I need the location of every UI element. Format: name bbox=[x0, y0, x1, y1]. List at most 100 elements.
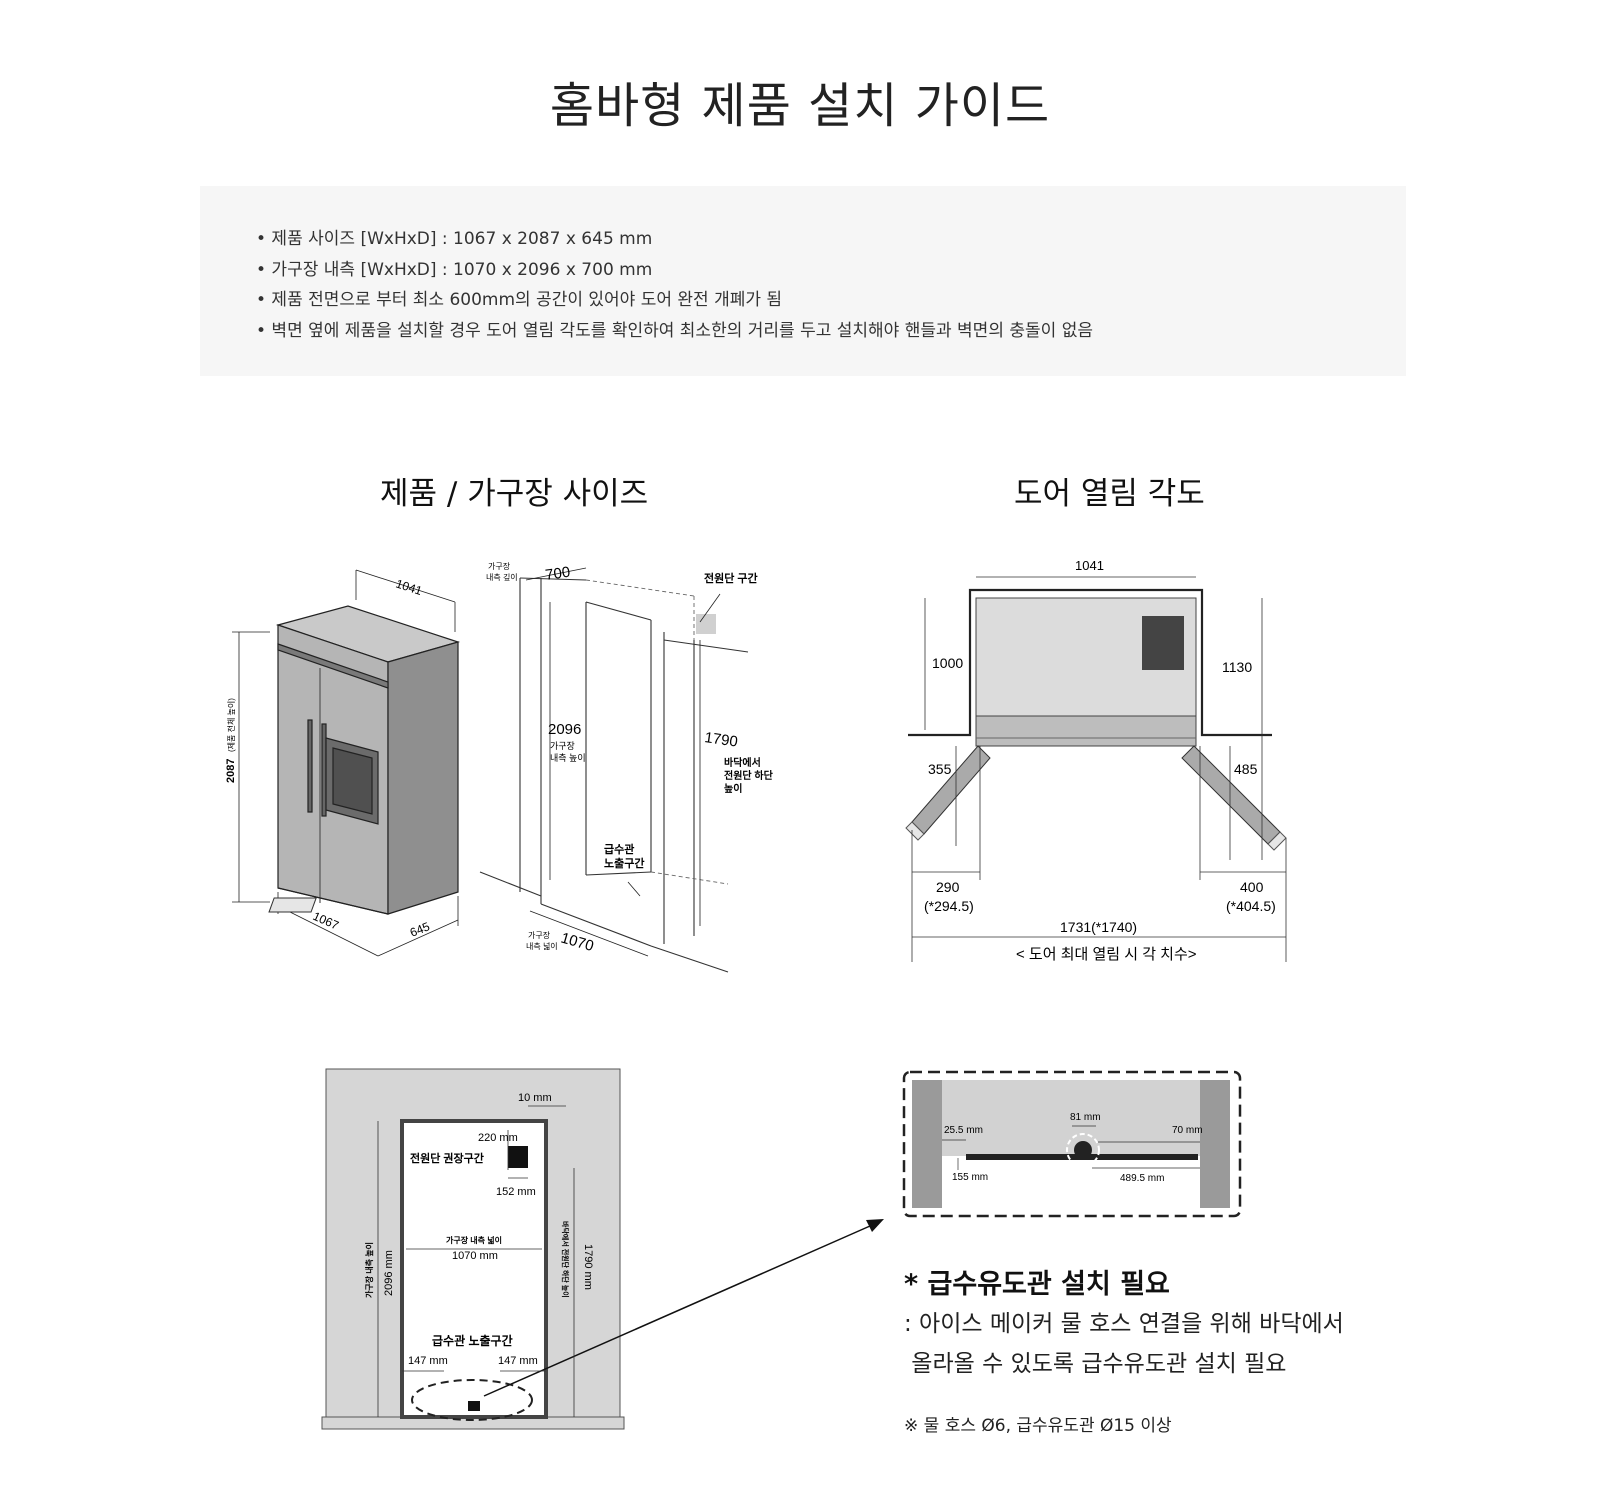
front-water-label: 급수관 노출구간 bbox=[432, 1333, 513, 1348]
detail-right-label: 70 mm bbox=[1172, 1125, 1203, 1136]
cabinet-width-label-2: 내측 넓이 bbox=[526, 941, 558, 951]
fridge-width-label: 1067 bbox=[311, 909, 341, 933]
note-small: ※ 물 호스 Ø6, 급수유도관 Ø15 이상 bbox=[904, 1416, 1172, 1436]
fridge-top-strip bbox=[277, 643, 389, 689]
page-title: 홈바형 제품 설치 가이드 bbox=[549, 78, 1051, 134]
front-water-right: 147 mm bbox=[498, 1355, 538, 1367]
fridge-depth-bottom-label: 645 bbox=[408, 919, 432, 940]
door-fridge-vent bbox=[1142, 616, 1184, 670]
door-caption: < 도어 최대 열림 시 각 치수> bbox=[1016, 946, 1197, 963]
front-power-height-value: 1790 mm bbox=[582, 1244, 594, 1290]
front-power-height-label: 바닥에서 전원단 하단 높이 bbox=[561, 1221, 570, 1298]
cabinet-floor-right bbox=[650, 945, 729, 973]
detail-pipe-hole bbox=[1074, 1141, 1092, 1159]
cabinet-power-zone bbox=[696, 614, 716, 634]
fridge-dim-width bbox=[277, 905, 379, 957]
door-right-bottom: 400 bbox=[1240, 879, 1264, 895]
detail-pipe-ring bbox=[1066, 1133, 1100, 1167]
door-left-height: 1000 bbox=[932, 655, 963, 671]
detail-dimensions bbox=[942, 1125, 1200, 1170]
door-left-bottom: 290 bbox=[936, 879, 960, 895]
section-title-door: 도어 열림 각도 bbox=[1014, 476, 1205, 512]
front-power-box bbox=[508, 1146, 528, 1168]
door-left-bottom-alt: (*294.5) bbox=[924, 898, 974, 914]
fridge-dimensions bbox=[232, 569, 459, 957]
fridge-height-label: 2087 bbox=[225, 759, 237, 783]
front-gap-label: 10 mm bbox=[518, 1092, 552, 1104]
front-diagram bbox=[321, 1068, 884, 1430]
door-right-tip bbox=[1267, 831, 1287, 851]
front-water-box bbox=[468, 1401, 480, 1411]
fridge-dim-top bbox=[355, 569, 456, 603]
front-power-h-label: 152 mm bbox=[496, 1186, 536, 1198]
door-fridge-front bbox=[975, 715, 1197, 747]
note-body: : 아이스 메이커 물 호스 연결을 위해 바닥에서 올라올 수 있도록 급수유… bbox=[904, 1304, 1344, 1384]
cabinet-depth-value: 700 bbox=[544, 564, 571, 584]
front-width-value: 1070 mm bbox=[452, 1250, 498, 1262]
cabinet-diagram bbox=[268, 577, 749, 973]
cabinet-wall-line bbox=[663, 639, 749, 653]
fridge-homebar-window bbox=[332, 747, 373, 815]
detail-left-label: 25.5 mm bbox=[944, 1125, 983, 1136]
cabinet-depth-label-1: 가구장 bbox=[488, 561, 511, 571]
fridge-base bbox=[277, 887, 389, 915]
note-line: : 아이스 메이커 물 호스 연결을 위해 바닥에서 bbox=[904, 1311, 1344, 1337]
door-wall-outline bbox=[908, 588, 1272, 737]
fridge-handle-left bbox=[307, 719, 313, 813]
spec-list: • 제품 사이즈 [WxHxD] : 1067 x 2087 x 645 mm … bbox=[256, 224, 1093, 346]
door-left-tip bbox=[905, 821, 925, 841]
cabinet-power-height-2: 전원단 하단 bbox=[724, 769, 774, 782]
door-right-height: 1130 bbox=[1222, 659, 1252, 675]
note-title: * 급수유도관 설치 필요 bbox=[904, 1269, 1170, 1300]
spec-box: • 제품 사이즈 [WxHxD] : 1067 x 2087 x 645 mm … bbox=[200, 186, 1406, 376]
front-arrow-line bbox=[483, 1225, 871, 1397]
cabinet-water-arrow bbox=[627, 881, 641, 897]
cabinet-floor-back bbox=[585, 871, 652, 876]
cabinet-dim-width bbox=[529, 910, 649, 957]
cabinet-floor-front bbox=[540, 903, 652, 947]
spec-item: • 벽면 옆에 제품을 설치할 경우 도어 열림 각도를 확인하여 최소한의 거… bbox=[256, 320, 1093, 341]
detail-right-wall bbox=[1200, 1080, 1230, 1208]
door-diagram bbox=[905, 588, 1287, 851]
cabinet-top-edge bbox=[585, 601, 652, 621]
detail-left-wall bbox=[912, 1080, 942, 1208]
front-dimensions bbox=[377, 1105, 575, 1417]
front-width-label: 가구장 내측 넓이 bbox=[446, 1235, 502, 1245]
door-top-width: 1041 bbox=[1075, 558, 1104, 573]
fridge-diagram bbox=[275, 605, 461, 915]
cabinet-height-label-2: 내측 높이 bbox=[550, 753, 586, 763]
spec-item: • 제품 사이즈 [WxHxD] : 1067 x 2087 x 645 mm bbox=[256, 229, 653, 249]
detail-frame bbox=[902, 1070, 1242, 1218]
front-opening-frame bbox=[400, 1119, 548, 1419]
cabinet-water-1: 급수관 bbox=[604, 842, 634, 856]
fridge-depth-top-label: 1041 bbox=[394, 577, 424, 599]
front-water-zone bbox=[411, 1379, 533, 1421]
cabinet-water-2: 노출구간 bbox=[604, 856, 644, 870]
door-right-door: 485 bbox=[1234, 761, 1258, 777]
front-power-label: 전원단 권장구간 bbox=[410, 1151, 484, 1165]
cabinet-dimensions bbox=[525, 567, 721, 957]
detail-center-label: 81 mm bbox=[1070, 1112, 1101, 1123]
cabinet-floor-left bbox=[479, 871, 542, 897]
cabinet-height-label-1: 가구장 bbox=[550, 741, 575, 751]
front-height-label: 가구장 내측 높이 bbox=[364, 1242, 374, 1298]
cabinet-power-zone-label: 전원단 구간 bbox=[704, 571, 758, 585]
cabinet-power-arrow bbox=[699, 593, 721, 623]
door-right-open bbox=[1181, 745, 1281, 845]
cabinet-depth-label-2: 내측 깊이 bbox=[486, 572, 518, 582]
front-water-left: 147 mm bbox=[408, 1355, 448, 1367]
spec-item: • 가구장 내측 [WxHxD] : 1070 x 2096 x 700 mm bbox=[256, 259, 653, 280]
cabinet-power-height-1: 바닥에서 bbox=[724, 756, 761, 769]
front-power-w-label: 220 mm bbox=[478, 1132, 518, 1144]
door-right-bottom-alt: (*404.5) bbox=[1226, 898, 1276, 914]
front-arrow-head bbox=[866, 1219, 884, 1232]
detail-back-area bbox=[942, 1080, 1200, 1156]
fridge-side bbox=[387, 641, 459, 915]
cabinet-power-height-value: 1790 bbox=[703, 729, 738, 750]
fridge-dim-depth bbox=[377, 919, 459, 957]
door-total: 1731(*1740) bbox=[1060, 919, 1137, 935]
cabinet-dim-depth bbox=[525, 567, 587, 581]
note-line: 올라올 수 있도록 급수유도관 설치 필요 bbox=[904, 1351, 1287, 1377]
detail-bottom-right-label: 489.5 mm bbox=[1120, 1173, 1164, 1184]
